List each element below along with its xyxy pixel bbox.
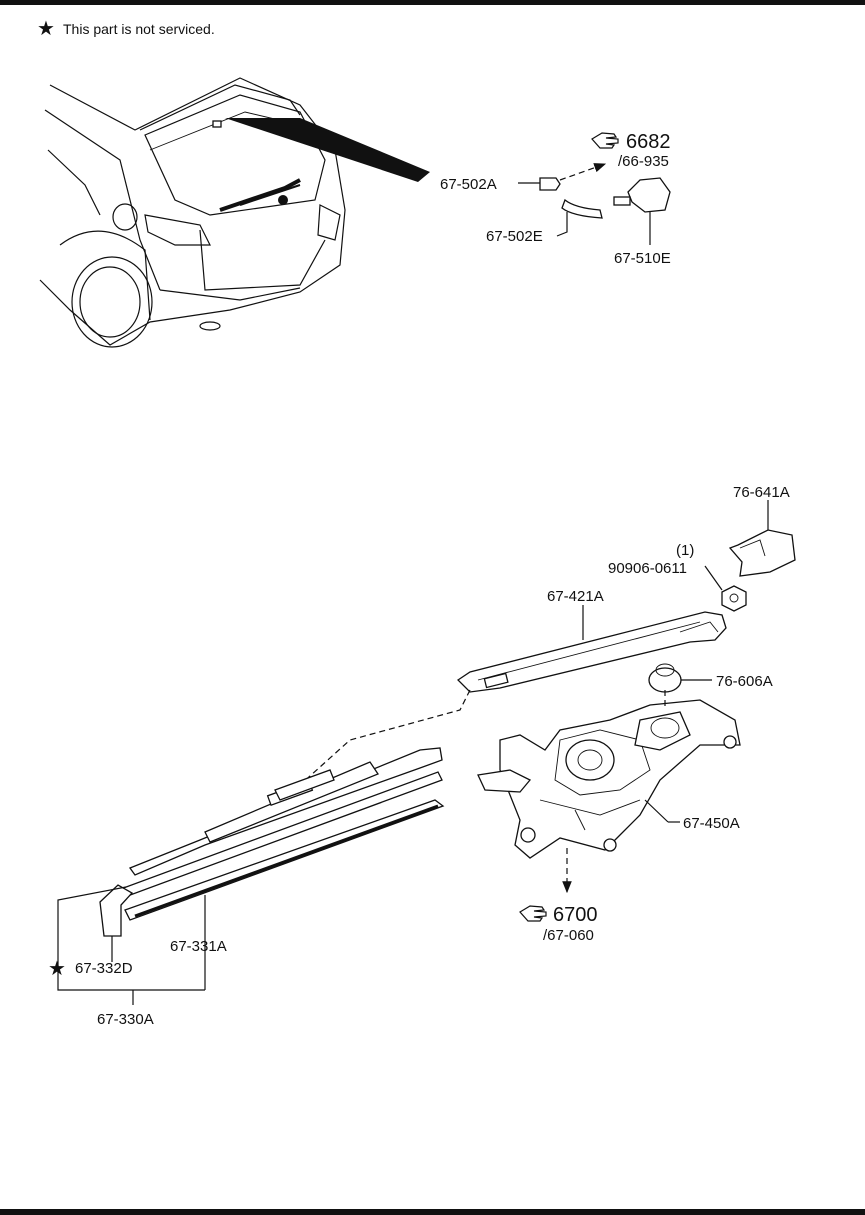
wiper-blade — [99, 747, 445, 937]
ref-66-935: /66-935 — [618, 153, 669, 170]
nut — [704, 565, 747, 612]
part-67-502E: 67-502E — [486, 228, 543, 245]
part-76-641A: 76-641A — [733, 484, 790, 501]
ref-6682: 6682 — [626, 131, 671, 153]
part-67-510E: 67-510E — [614, 250, 671, 267]
blade-leaders — [57, 886, 206, 1005]
part-76-606A: 76-606A — [716, 673, 773, 690]
part-67-421A: 67-421A — [547, 588, 604, 605]
part-67-502A: 67-502A — [440, 176, 497, 193]
pointing-hand-icon — [591, 132, 619, 149]
star-icon: ★ — [48, 958, 66, 980]
qty-1: (1) — [676, 542, 694, 559]
wiper-arm — [456, 605, 727, 693]
ref-6682-label: 6682 /66-935 — [591, 131, 671, 170]
bottom-border — [0, 1209, 865, 1215]
arm-to-blade-connector — [299, 689, 471, 786]
ref-67-060: /67-060 — [543, 927, 594, 944]
note-text: This part is not serviced. — [63, 21, 215, 37]
part-67-450A: 67-450A — [683, 815, 740, 832]
part-67-331A: 67-331A — [170, 938, 227, 955]
wiper-motor — [477, 690, 741, 894]
top-border — [0, 0, 865, 5]
part-67-332D: 67-332D — [75, 960, 133, 977]
ref-6700: 6700 — [553, 904, 598, 926]
ref-6700-label: 6700 /67-060 — [519, 904, 598, 944]
wiper-arm-cap — [728, 500, 796, 577]
not-serviced-note: ★ This part is not serviced. — [37, 18, 215, 40]
vehicle-illustration — [39, 77, 430, 348]
part-90906-0611: 90906-0611 — [608, 560, 687, 577]
part-67-330A: 67-330A — [97, 1011, 154, 1028]
pointing-hand-icon — [519, 905, 547, 922]
star-icon: ★ — [37, 18, 55, 40]
washer-nozzle-assembly — [518, 163, 671, 245]
grommet — [648, 663, 712, 693]
